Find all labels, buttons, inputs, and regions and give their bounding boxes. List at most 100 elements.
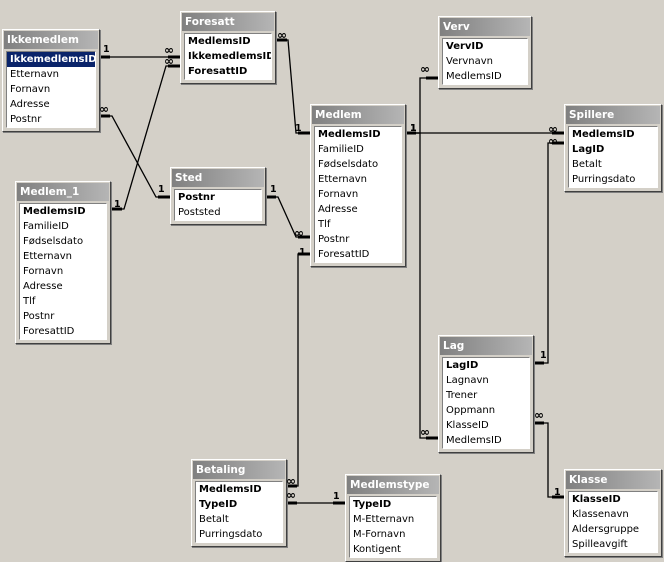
field-item[interactable]: MedlemsID <box>572 129 635 140</box>
field-item[interactable]: Purringsdato <box>572 174 636 185</box>
field-item[interactable]: Aldersgruppe <box>572 524 640 535</box>
field-item[interactable]: IkkemedlemsID <box>7 52 95 67</box>
field-item[interactable]: Fornavn <box>10 84 51 95</box>
table-title[interactable]: Klasse <box>566 471 660 489</box>
field-item[interactable]: ForesattID <box>318 249 370 260</box>
field-item[interactable]: Klassenavn <box>572 509 629 520</box>
field-item[interactable]: M-Fornavn <box>353 529 406 540</box>
field-item[interactable]: KlasseID <box>572 494 621 505</box>
field-item[interactable]: Spilleavgift <box>572 539 628 550</box>
field-item[interactable]: TypeID <box>199 499 238 510</box>
field-item[interactable]: FamilieID <box>23 221 69 232</box>
field-item[interactable]: MedlemsID <box>446 71 502 82</box>
field-item[interactable]: Betalt <box>572 159 602 170</box>
table-title[interactable]: Sted <box>172 169 264 187</box>
field-item[interactable]: Fornavn <box>23 266 64 277</box>
field-item[interactable]: Trener <box>446 390 478 401</box>
cardinality-many-icon: ∞ <box>286 488 296 502</box>
table-title[interactable]: Medlem_1 <box>17 183 109 201</box>
field-item[interactable]: Postnr <box>10 114 42 125</box>
field-item[interactable]: MedlemsID <box>318 129 381 140</box>
table-title[interactable]: Verv <box>440 18 530 36</box>
field-item[interactable]: ForesattID <box>188 66 248 77</box>
field-item[interactable]: VervID <box>446 41 484 52</box>
field-item[interactable]: Etternavn <box>318 174 367 185</box>
field-item[interactable]: Poststed <box>178 207 221 218</box>
field-item[interactable]: Postnr <box>23 311 55 322</box>
field-item[interactable]: LagID <box>446 360 479 371</box>
field-item[interactable]: LagID <box>572 144 605 155</box>
field-item[interactable]: Oppmann <box>446 405 496 416</box>
field-item[interactable]: TypeID <box>353 499 392 510</box>
field-list[interactable]: MedlemsID IkkemedlemsID ForesattID <box>184 33 272 80</box>
table-title[interactable]: Ikkemedlem <box>4 31 98 49</box>
field-item[interactable]: Etternavn <box>10 69 59 80</box>
field-item[interactable]: Tlf <box>23 296 36 307</box>
field-item[interactable]: Kontigent <box>353 544 401 555</box>
cardinality-one: 1 <box>540 350 547 361</box>
field-item[interactable]: Lagnavn <box>446 375 489 386</box>
field-item[interactable]: Postnr <box>318 234 350 245</box>
relationship-line[interactable] <box>532 422 564 498</box>
field-item[interactable]: IkkemedlemsID <box>188 51 271 62</box>
field-item[interactable]: FamilieID <box>318 144 364 155</box>
field-item[interactable]: Postnr <box>178 192 215 203</box>
cardinality-many-icon: ∞ <box>548 122 558 136</box>
table-title[interactable]: Betaling <box>193 461 285 479</box>
relationship-line[interactable] <box>532 142 564 364</box>
relationship-line[interactable] <box>264 196 310 238</box>
field-item[interactable]: MedlemsID <box>23 206 86 217</box>
cardinality-one: 1 <box>410 123 417 134</box>
field-item[interactable]: Fødselsdato <box>23 236 84 247</box>
field-item[interactable]: ForesattID <box>23 326 75 337</box>
table-title[interactable]: Spillere <box>566 106 660 124</box>
field-item[interactable]: Vervnavn <box>446 56 493 67</box>
field-item[interactable]: MedlemsID <box>199 484 262 495</box>
field-item[interactable]: Etternavn <box>23 251 72 262</box>
field-item[interactable]: Adresse <box>318 204 358 215</box>
table-title[interactable]: Lag <box>440 337 532 355</box>
table-title[interactable]: Medlem <box>312 106 404 124</box>
relationship-line[interactable] <box>404 132 438 439</box>
table-title[interactable]: Medlemstype <box>347 476 439 494</box>
cardinality-many-icon: ∞ <box>534 408 544 422</box>
field-item[interactable]: Adresse <box>23 281 63 292</box>
field-item[interactable]: Betalt <box>199 514 229 525</box>
field-item[interactable]: Fornavn <box>318 189 359 200</box>
cardinality-many-icon: ∞ <box>548 134 558 148</box>
field-item[interactable]: Adresse <box>10 99 50 110</box>
relationship-line[interactable] <box>275 39 310 134</box>
field-item[interactable]: MedlemsID <box>188 36 251 47</box>
table-title[interactable]: Foresatt <box>182 13 274 31</box>
field-item[interactable]: Fødselsdato <box>318 159 379 170</box>
field-item[interactable]: MedlemsID <box>446 435 502 446</box>
field-item[interactable]: Tlf <box>318 219 331 230</box>
field-item[interactable]: KlasseID <box>446 420 489 431</box>
relationship-line[interactable] <box>285 253 310 487</box>
field-item[interactable]: M-Etternavn <box>353 514 415 525</box>
field-item[interactable]: Purringsdato <box>199 529 263 540</box>
cardinality-one: 1 <box>299 247 306 258</box>
